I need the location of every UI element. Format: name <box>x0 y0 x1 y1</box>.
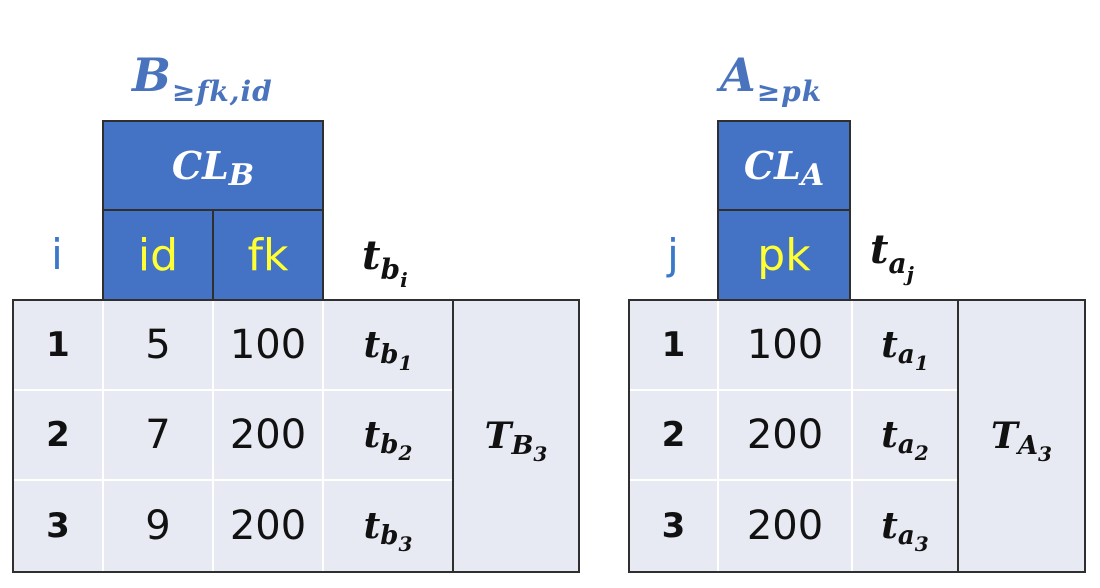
right-title-subscript: ≥pk <box>756 75 823 108</box>
right-row-index: 3 <box>661 506 686 546</box>
left-column-header-fk: fk <box>212 211 324 301</box>
left-cell-t-subsub: 1 <box>398 351 413 375</box>
right-cl-subscript: A <box>800 158 825 193</box>
right-cell-t-main: t <box>881 505 898 547</box>
right-group-subsub: 3 <box>1038 442 1052 466</box>
left-cell-id: 9 <box>145 503 171 549</box>
left-group-subsub: 3 <box>533 442 548 466</box>
left-cell-id: 7 <box>145 412 171 458</box>
right-t-header-sub: a <box>888 247 907 280</box>
left-group-sub: B <box>511 431 534 461</box>
right-cell-t-subsub: 3 <box>914 532 929 556</box>
right-table-title: A≥pk <box>720 52 822 106</box>
left-title-main: B <box>132 48 171 102</box>
left-title-subscript: ≥fk,id <box>171 75 273 108</box>
right-cell-pk: 200 <box>746 503 824 549</box>
left-t-header-main: t <box>362 232 381 279</box>
left-cell-t-sub: b <box>380 521 399 551</box>
right-cell-t-subsub: 1 <box>914 351 929 375</box>
left-cell-t-sub: b <box>380 430 399 460</box>
left-cell-t-subsub: 2 <box>398 441 413 465</box>
left-t-header-sub: b <box>380 253 401 286</box>
left-cell-t-subsub: 3 <box>398 532 413 556</box>
left-index-header: i <box>51 230 63 279</box>
left-table-title: B≥fk,id <box>132 52 273 106</box>
right-cell-t-main: t <box>881 414 898 456</box>
right-index-header: j <box>667 230 679 279</box>
right-cell-t-sub: a <box>897 430 915 460</box>
right-row-index: 2 <box>661 415 686 455</box>
left-row-index: 1 <box>46 325 70 365</box>
left-row-index: 3 <box>46 506 70 546</box>
right-cell-pk: 100 <box>746 322 824 368</box>
right-cell-t-main: t <box>881 324 898 366</box>
right-group-sub: A <box>1017 431 1039 461</box>
right-cell-t-subsub: 2 <box>914 441 929 465</box>
right-t-header-main: t <box>870 226 889 273</box>
left-column-header-id: id <box>102 211 214 301</box>
left-row-index: 2 <box>46 415 70 455</box>
left-cell-t-sub: b <box>380 340 399 370</box>
right-group-main: T <box>991 415 1018 457</box>
right-t-header: taj <box>870 226 914 286</box>
right-t-header-subsub: j <box>906 262 914 286</box>
right-row-index: 1 <box>661 325 686 365</box>
left-cell-t-main: t <box>363 324 381 366</box>
left-cell-id: 5 <box>145 322 171 368</box>
left-t-header-subsub: i <box>400 268 408 292</box>
left-t-header: tbi <box>362 232 408 292</box>
left-cell-fk: 200 <box>229 503 307 549</box>
right-cell-t-sub: a <box>897 521 915 551</box>
right-cl-main: CL <box>743 143 801 188</box>
left-cl-subscript: B <box>228 158 255 193</box>
left-group-main: T <box>484 415 512 457</box>
right-cell-pk: 200 <box>746 412 824 458</box>
right-column-header-pk: pk <box>717 211 851 301</box>
left-cl-main: CL <box>171 143 229 188</box>
right-cell-t-sub: a <box>897 340 915 370</box>
left-cell-fk: 200 <box>229 412 307 458</box>
left-cell-fk: 100 <box>229 322 307 368</box>
right-title-main: A <box>720 48 756 102</box>
left-cell-t-main: t <box>363 414 381 456</box>
left-cell-t-main: t <box>363 505 381 547</box>
